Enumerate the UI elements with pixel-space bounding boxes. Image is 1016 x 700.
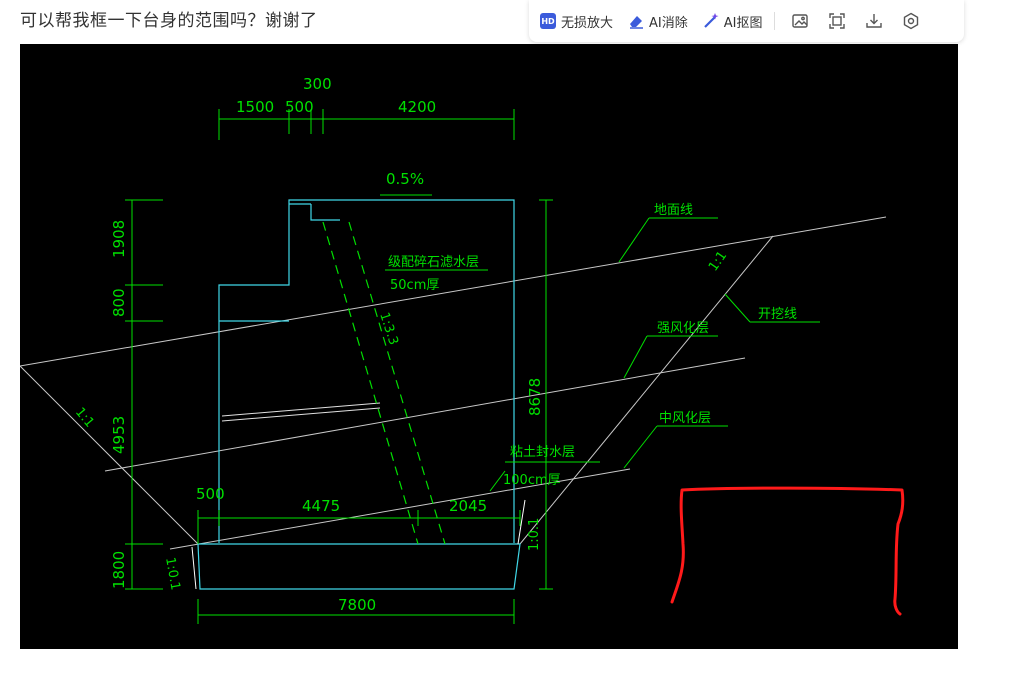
dim-4475: 4475 [302, 497, 340, 515]
excavation-label-leader [724, 293, 751, 323]
medium-weathered-line [169, 468, 631, 550]
backwall-notch [310, 204, 340, 221]
ratio-133-label: 1:3.3 [376, 311, 401, 347]
ai-erase-label: AI消除 [649, 15, 688, 31]
dimension-texts: 1500 500 300 4200 0.5% 1908 800 4953 180… [110, 75, 544, 614]
dim-8678: 8678 [526, 378, 544, 416]
approach-slab-line-1 [221, 402, 381, 417]
abutment-section-drawing: 1500 500 300 4200 0.5% 1908 800 4953 180… [20, 75, 905, 624]
red-annotation-frame [670, 486, 905, 616]
dim-4200: 4200 [398, 98, 436, 116]
strong-label-leader [623, 335, 648, 379]
ground-line-label: 地面线 [654, 203, 693, 218]
lossless-upscale-label: 无损放大 [561, 15, 614, 31]
strong-weathered-line [104, 357, 746, 472]
ai-erase-button[interactable]: AI消除 [627, 12, 688, 31]
svg-text:HD: HD [541, 17, 555, 26]
slope-1-1-right-label: 1:1 [706, 249, 730, 275]
medium-label-leader [623, 425, 658, 469]
clay-label-leader [489, 470, 506, 492]
image-edit-icon[interactable] [789, 10, 811, 32]
excavation-line-label: 开挖线 [758, 307, 797, 322]
question-title: 可以帮我框一下台身的范围吗？谢谢了 [20, 11, 318, 31]
eraser-icon [627, 12, 645, 30]
dim-500-bottom: 500 [196, 485, 225, 503]
dim-500-top: 500 [285, 98, 314, 116]
dim-1500: 1500 [236, 98, 274, 116]
slope-1-1-left-label: 1:1 [72, 405, 97, 431]
dimension-lines [125, 109, 820, 624]
download-icon[interactable] [863, 10, 885, 32]
filter-layer-line-1 [322, 221, 419, 545]
filter-thickness-label: 50cm厚 [390, 278, 439, 293]
approach-slab-line-2 [221, 407, 381, 422]
ground-label-leader [618, 217, 650, 263]
magic-wand-icon [702, 12, 720, 30]
excavation-left-line [20, 365, 199, 545]
toolbar-divider [774, 12, 776, 30]
footing-slope-marks [191, 499, 526, 590]
strong-weathered-label: 强风化层 [657, 321, 709, 336]
clay-layer-label: 粘土封水层 [510, 445, 575, 460]
filter-layer-line-2 [348, 221, 446, 545]
dim-7800: 7800 [338, 596, 376, 614]
slope-101-right-label: 1:0.1 [527, 518, 542, 551]
dim-4953: 4953 [110, 416, 128, 454]
dim-1908: 1908 [110, 220, 128, 258]
ground-lines [20, 216, 887, 550]
ai-cutout-label: AI抠图 [723, 15, 763, 31]
excavation-right-line [519, 235, 774, 545]
ground-surface-line [20, 216, 887, 367]
clay-thickness-label: 100cm厚 [503, 473, 561, 488]
dim-1800: 1800 [110, 551, 128, 589]
medium-weathered-label: 中风化层 [659, 411, 711, 426]
dim-300: 300 [303, 75, 332, 93]
dim-2045: 2045 [449, 497, 487, 515]
dim-800: 800 [110, 288, 128, 317]
footing-left-slope [191, 546, 197, 590]
hd-icon: HD [539, 12, 557, 30]
filter-layer [322, 221, 446, 545]
slope-101-left-label: 1:0.1 [162, 556, 183, 591]
lossless-upscale-button[interactable]: HD 无损放大 [539, 12, 613, 31]
label-texts: 地面线 级配碎石滤水层 50cm厚 1:3.3 强风化层 开挖线 中风化层 粘土… [72, 203, 797, 592]
crop-icon[interactable] [826, 10, 848, 32]
image-toolbar: HD 无损放大 AI消除 AI抠图 [529, 0, 964, 42]
approach-slab [221, 402, 381, 422]
cad-drawing: 1500 500 300 4200 0.5% 1908 800 4953 180… [20, 44, 958, 649]
ai-cutout-button[interactable]: AI抠图 [702, 12, 763, 31]
slope-label: 0.5% [386, 170, 424, 188]
abutment-footing [197, 543, 521, 590]
footing-right-slope [517, 499, 526, 545]
abutment-body-outline [218, 199, 515, 543]
settings-icon[interactable] [900, 10, 922, 32]
abutment-structure [197, 199, 521, 590]
filter-layer-label: 级配碎石滤水层 [388, 255, 479, 270]
